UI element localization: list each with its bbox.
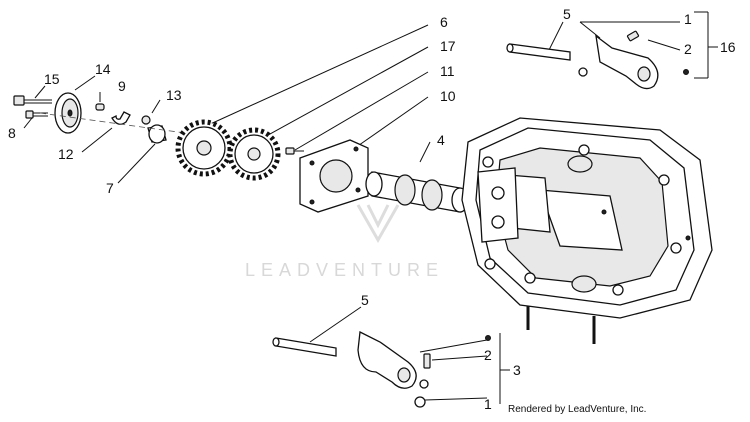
callout-9: 9 [118,78,126,94]
watermark-text: LEADVENTURE [245,260,444,280]
screw-11 [285,147,304,155]
clip-12 [111,111,131,125]
sprocket-17 [227,127,281,181]
leader-lines [23,11,718,404]
callout-6: 6 [440,14,448,30]
pin-9 [95,103,105,111]
callout-12: 12 [58,146,74,162]
callout-1-bottom: 1 [484,396,492,412]
axis-line [39,112,186,134]
callout-2-top: 2 [684,41,692,57]
callout-14: 14 [95,61,111,77]
callout-13: 13 [166,87,182,103]
credit-text: Rendered by LeadVenture, Inc. [508,404,646,415]
callout-3: 3 [513,362,521,378]
bolt-8 [25,110,48,119]
callout-10: 10 [440,88,456,104]
callout-5-bottom: 5 [361,292,369,308]
callout-5-top: 5 [563,6,571,22]
cylinder-head [461,117,713,344]
rocker-assembly-bottom [272,331,491,408]
callout-1-top: 1 [684,11,692,27]
callout-17: 17 [440,38,456,54]
camshaft-4 [365,171,469,213]
callout-16: 16 [720,39,736,55]
callout-labels: 15 14 9 13 8 12 7 6 17 11 10 4 5 1 2 16 … [8,6,736,412]
callout-11: 11 [440,63,455,79]
cam-7 [147,124,167,144]
flange-10 [299,139,369,213]
rocker-assembly-top [506,30,689,90]
callout-7: 7 [106,180,114,196]
sprocket-6 [175,119,233,177]
pulley-14 [54,92,82,134]
callout-15: 15 [44,71,60,87]
callout-8: 8 [8,125,16,141]
bolt-15 [13,95,52,106]
sleeve-13 [141,115,151,125]
watermark: LEADVENTURE [245,204,444,280]
callout-2-bottom: 2 [484,347,492,363]
callout-4: 4 [437,132,445,148]
